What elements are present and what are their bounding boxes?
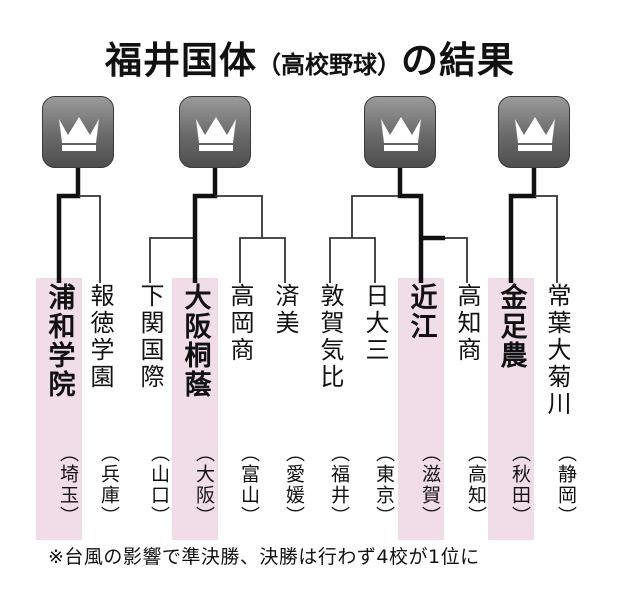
team-column: 金足農 xyxy=(488,283,534,370)
team-prefecture: （大阪） xyxy=(193,443,215,527)
team-prefecture: （山口） xyxy=(148,443,170,527)
crown-box xyxy=(498,96,570,168)
bracket-shimonoseki xyxy=(149,237,195,283)
title-sub: （高校野球） xyxy=(257,51,401,79)
team-name: 常葉大菊川 xyxy=(543,283,571,418)
team-column: 浦和学院 xyxy=(36,283,82,399)
crown-icon xyxy=(196,117,236,151)
title-suffix: の結果 xyxy=(401,39,515,82)
team-column: 大阪桐蔭 xyxy=(172,283,218,399)
team-prefecture: （東京） xyxy=(373,443,395,527)
team-column: 日大三 xyxy=(352,283,398,364)
team-name: 大阪桐蔭 xyxy=(179,283,211,399)
team-name: 下関国際 xyxy=(136,283,164,391)
team-prefecture: （高知） xyxy=(465,443,487,527)
title-main: 福井国体 xyxy=(105,39,257,82)
team-prefecture: （秋田） xyxy=(509,443,531,527)
crown-box xyxy=(364,96,436,168)
winner-highlight-urawa xyxy=(36,278,82,540)
bracket-kanaashi xyxy=(508,168,537,283)
team-name: 高知商 xyxy=(453,283,481,364)
team-column: 敦賀気比 xyxy=(307,283,353,391)
team-name: 浦和学院 xyxy=(43,283,75,399)
team-name: 金足農 xyxy=(495,283,527,370)
team-column: 近江 xyxy=(398,283,444,341)
team-prefecture: （埼玉） xyxy=(57,443,79,527)
team-column: 済美 xyxy=(262,283,308,337)
team-prefecture: （滋賀） xyxy=(419,443,441,527)
crown-icon xyxy=(381,117,421,151)
team-name: 高岡商 xyxy=(226,283,254,364)
team-name: 報徳学園 xyxy=(86,283,114,391)
crown-box xyxy=(179,96,251,168)
team-column: 常葉大菊川 xyxy=(534,283,580,418)
team-prefecture: （福井） xyxy=(328,443,350,527)
team-prefecture: （富山） xyxy=(238,443,260,527)
crown-icon xyxy=(59,117,99,151)
team-column: 下関国際 xyxy=(127,283,173,391)
team-prefecture: （愛媛） xyxy=(283,443,305,527)
team-name: 日大三 xyxy=(361,283,389,364)
winner-highlight-kanaashi xyxy=(488,278,534,540)
bracket-urawa xyxy=(56,168,81,283)
winner-highlight-osaka-toin xyxy=(172,278,218,540)
bracket-kochi xyxy=(445,237,468,283)
bracket-tsuruga-nichidai xyxy=(329,195,400,283)
bracket-takaoka-saibi xyxy=(215,195,286,283)
team-name: 近江 xyxy=(405,283,437,341)
bracket-hotoku xyxy=(78,195,101,283)
team-prefecture: （兵庫） xyxy=(98,443,120,527)
crown-box xyxy=(42,96,114,168)
bracket-osaka-toin xyxy=(192,168,218,283)
team-column: 報徳学園 xyxy=(77,283,123,391)
page-title: 福井国体（高校野球）の結果 xyxy=(0,30,620,84)
bracket-omi xyxy=(397,168,445,283)
team-prefecture: （静岡） xyxy=(555,443,577,527)
footnote: ※台風の影響で準決勝、決勝は行わず4校が1位に xyxy=(48,546,480,568)
bracket-tokoha xyxy=(534,195,558,283)
team-name: 敦賀気比 xyxy=(316,283,344,391)
team-name: 済美 xyxy=(271,283,299,337)
winner-highlight-omi xyxy=(398,278,444,540)
team-column: 高岡商 xyxy=(217,283,263,364)
crown-icon xyxy=(515,117,555,151)
team-column: 高知商 xyxy=(444,283,490,364)
